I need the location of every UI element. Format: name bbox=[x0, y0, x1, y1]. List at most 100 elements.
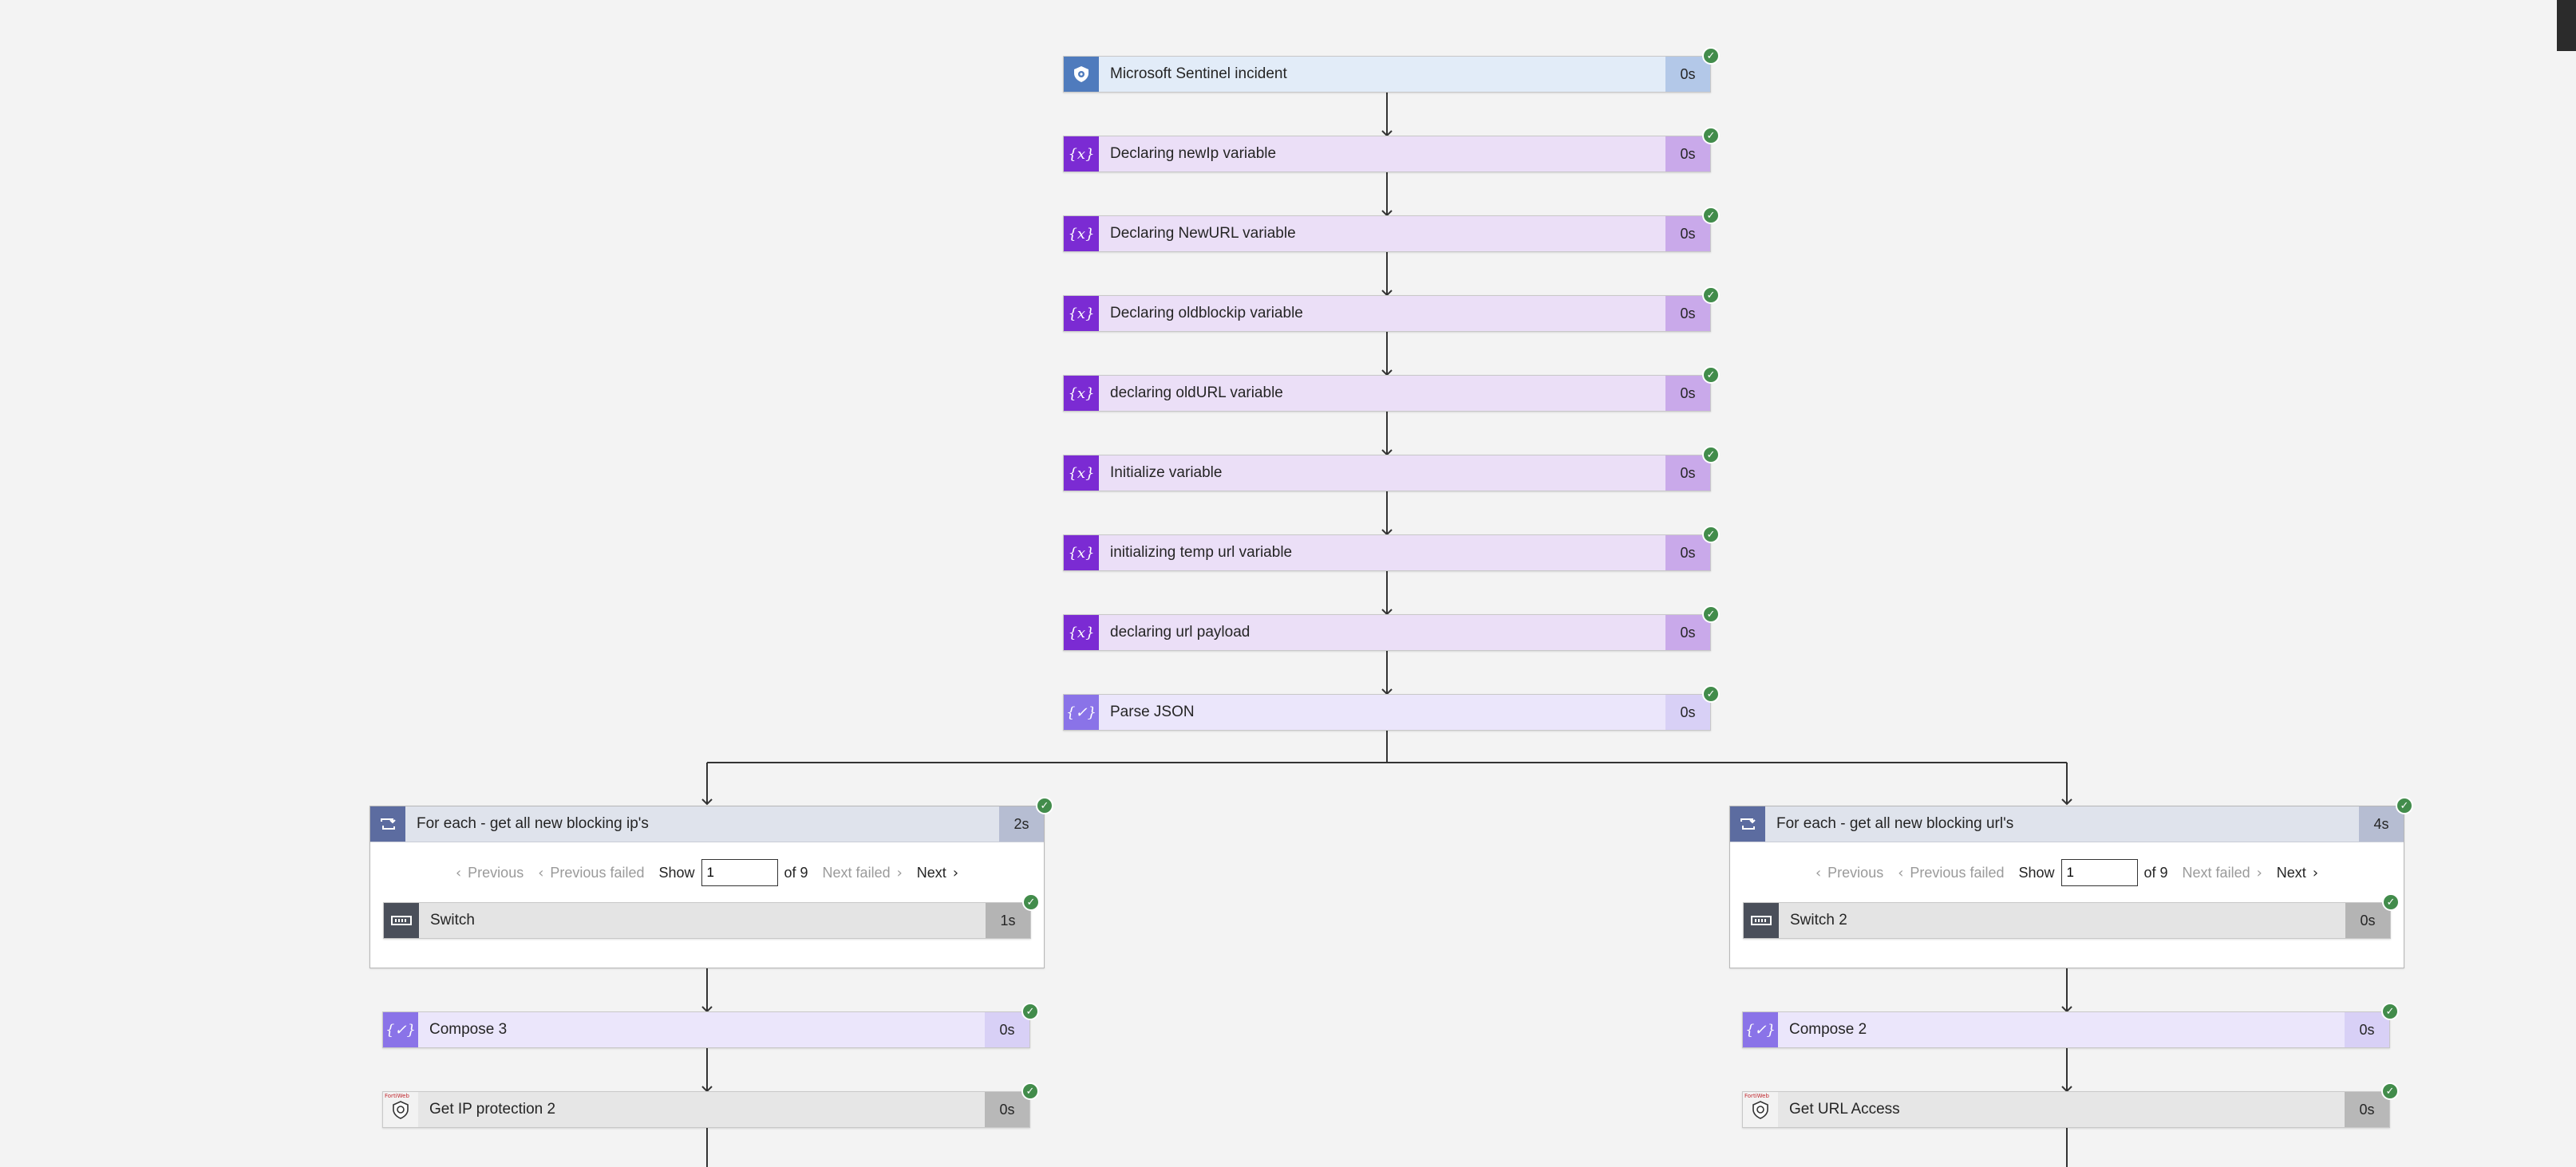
checkmark-icon: ✓ bbox=[1702, 685, 1720, 703]
next-failed-button[interactable]: Next failed› bbox=[822, 864, 903, 881]
checkmark-icon: ✓ bbox=[2382, 893, 2400, 911]
step-label: Compose 3 bbox=[429, 1021, 508, 1038]
step-initialize-variable[interactable]: {x} Initialize variable 0s ✓ bbox=[1063, 446, 1720, 491]
step-duration: 0s bbox=[985, 1012, 1029, 1047]
previous-failed-button[interactable]: ‹Previous failed bbox=[538, 864, 645, 881]
checkmark-icon: ✓ bbox=[1021, 1082, 1039, 1100]
step-declaring-newip[interactable]: {x} Declaring newIp variable 0s ✓ bbox=[1063, 127, 1720, 172]
variable-icon: {x} bbox=[1064, 216, 1099, 251]
step-duration: 0s bbox=[1665, 296, 1710, 331]
variable-icon: {x} bbox=[1064, 455, 1099, 491]
step-parse-json[interactable]: {✓} Parse JSON 0s ✓ bbox=[1063, 685, 1720, 731]
variable-icon: {x} bbox=[1064, 535, 1099, 570]
step-duration: 0s bbox=[1665, 57, 1710, 92]
step-duration: 0s bbox=[985, 1092, 1029, 1127]
chevron-left-icon: ‹ bbox=[1815, 864, 1822, 881]
foreach-header[interactable]: For each - get all new blocking ip's 2s bbox=[370, 806, 1044, 842]
step-label: Parse JSON bbox=[1110, 704, 1195, 720]
show-label: Show bbox=[2018, 864, 2055, 881]
checkmark-icon: ✓ bbox=[1702, 605, 1720, 623]
checkmark-icon: ✓ bbox=[1702, 207, 1720, 224]
checkmark-icon: ✓ bbox=[1702, 286, 1720, 304]
foreach-duration: 2s bbox=[999, 806, 1044, 842]
window-corner-bar bbox=[2557, 0, 2576, 51]
checkmark-icon: ✓ bbox=[1036, 797, 1053, 814]
step-label: Declaring NewURL variable bbox=[1110, 225, 1296, 242]
iteration-total: of 9 bbox=[784, 864, 808, 881]
step-initializing-temp-url[interactable]: {x} initializing temp url variable 0s ✓ bbox=[1063, 526, 1720, 571]
switch-icon bbox=[1744, 903, 1779, 938]
step-label: declaring oldURL variable bbox=[1110, 384, 1283, 401]
step-duration: 0s bbox=[2345, 1012, 2389, 1047]
chevron-right-icon: › bbox=[952, 864, 959, 881]
variable-icon: {x} bbox=[1064, 296, 1099, 331]
step-duration: 0s bbox=[2345, 1092, 2389, 1127]
step-label: initializing temp url variable bbox=[1110, 544, 1293, 561]
step-sentinel-incident[interactable]: Microsoft Sentinel incident 0s ✓ bbox=[1063, 47, 1720, 93]
step-declaring-newurl[interactable]: {x} Declaring NewURL variable 0s ✓ bbox=[1063, 207, 1720, 252]
next-button[interactable]: Next› bbox=[2276, 864, 2319, 881]
step-label: Get URL Access bbox=[1789, 1101, 1900, 1118]
foreach-blocking-ips: For each - get all new blocking ip's 2s … bbox=[369, 797, 1053, 968]
step-label: Declaring newIp variable bbox=[1110, 145, 1277, 162]
variable-icon: {x} bbox=[1064, 376, 1099, 411]
checkmark-icon: ✓ bbox=[2381, 1082, 2399, 1100]
step-duration: 0s bbox=[1665, 615, 1710, 650]
step-duration: 0s bbox=[1665, 535, 1710, 570]
show-label: Show bbox=[658, 864, 695, 881]
step-compose-2[interactable]: {✓} Compose 2 0s ✓ bbox=[1742, 1003, 2399, 1048]
chevron-left-icon: ‹ bbox=[455, 864, 462, 881]
loop-icon bbox=[370, 806, 405, 842]
previous-button[interactable]: ‹Previous bbox=[455, 864, 524, 881]
foreach-header[interactable]: For each - get all new blocking url's 4s bbox=[1730, 806, 2404, 842]
next-button[interactable]: Next› bbox=[916, 864, 959, 881]
parse-json-icon: {✓} bbox=[1064, 695, 1099, 730]
step-duration: 0s bbox=[1665, 376, 1710, 411]
step-declaring-oldurl[interactable]: {x} declaring oldURL variable 0s ✓ bbox=[1063, 366, 1720, 412]
step-label: Get IP protection 2 bbox=[429, 1101, 556, 1118]
step-duration: 0s bbox=[2345, 903, 2390, 938]
fortiweb-icon: FortiWeb bbox=[1743, 1092, 1778, 1127]
previous-failed-button[interactable]: ‹Previous failed bbox=[1898, 864, 2005, 881]
iteration-input[interactable] bbox=[2060, 859, 2138, 886]
variable-icon: {x} bbox=[1064, 136, 1099, 172]
step-switch-2[interactable]: Switch 2 0s ✓ bbox=[1743, 893, 2400, 939]
step-duration: 0s bbox=[1665, 216, 1710, 251]
parse-json-icon: {✓} bbox=[383, 1012, 418, 1047]
iteration-input[interactable] bbox=[701, 859, 778, 886]
checkmark-icon: ✓ bbox=[1702, 446, 1720, 463]
checkmark-icon: ✓ bbox=[1022, 893, 1040, 911]
step-label: Switch bbox=[430, 912, 475, 928]
fortiweb-icon: FortiWeb bbox=[383, 1092, 418, 1127]
sentinel-shield-icon bbox=[1064, 57, 1099, 92]
checkmark-icon: ✓ bbox=[1702, 366, 1720, 384]
checkmark-icon: ✓ bbox=[2381, 1003, 2399, 1020]
step-label: Initialize variable bbox=[1110, 464, 1223, 481]
step-label: Microsoft Sentinel incident bbox=[1110, 65, 1287, 82]
step-get-ip-protection-2[interactable]: FortiWeb Get IP protection 2 0s ✓ bbox=[382, 1082, 1039, 1128]
step-get-url-access[interactable]: FortiWeb Get URL Access 0s ✓ bbox=[1742, 1082, 2399, 1128]
next-failed-button[interactable]: Next failed› bbox=[2182, 864, 2262, 881]
switch-icon bbox=[384, 903, 419, 938]
previous-button[interactable]: ‹Previous bbox=[1815, 864, 1884, 881]
step-declaring-oldblockip[interactable]: {x} Declaring oldblockip variable 0s ✓ bbox=[1063, 286, 1720, 332]
step-compose-3[interactable]: {✓} Compose 3 0s ✓ bbox=[382, 1003, 1039, 1048]
chevron-right-icon: › bbox=[2256, 864, 2262, 881]
step-duration: 1s bbox=[986, 903, 1030, 938]
chevron-right-icon: › bbox=[896, 864, 903, 881]
checkmark-icon: ✓ bbox=[2396, 797, 2413, 814]
checkmark-icon: ✓ bbox=[1702, 127, 1720, 144]
variable-icon: {x} bbox=[1064, 615, 1099, 650]
iteration-pager: ‹Previous ‹Previous failed Show of 9 Nex… bbox=[370, 856, 1044, 889]
iteration-pager: ‹Previous ‹Previous failed Show of 9 Nex… bbox=[1730, 856, 2404, 889]
step-switch[interactable]: Switch 1s ✓ bbox=[383, 893, 1040, 939]
parse-json-icon: {✓} bbox=[1743, 1012, 1778, 1047]
chevron-left-icon: ‹ bbox=[1898, 864, 1904, 881]
step-label: Declaring oldblockip variable bbox=[1110, 305, 1303, 321]
step-declaring-url-payload[interactable]: {x} declaring url payload 0s ✓ bbox=[1063, 605, 1720, 651]
foreach-duration: 4s bbox=[2359, 806, 2404, 842]
chevron-right-icon: › bbox=[2312, 864, 2319, 881]
iteration-total: of 9 bbox=[2143, 864, 2168, 881]
checkmark-icon: ✓ bbox=[1702, 47, 1720, 65]
